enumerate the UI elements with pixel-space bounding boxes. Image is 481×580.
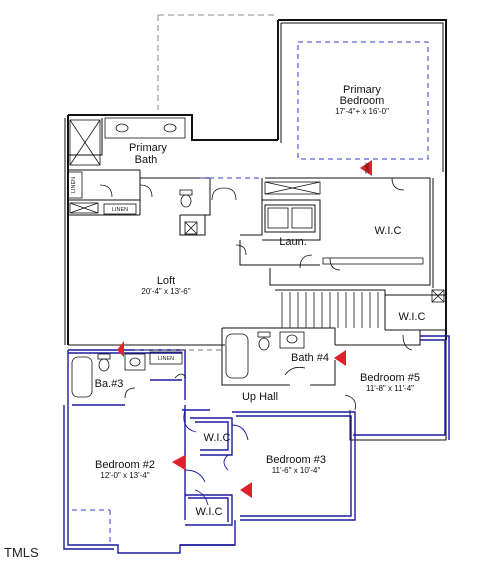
bath4-label: Bath #4 <box>291 352 329 364</box>
bedroom3-dims: 11'-6" x 10'-4" <box>272 466 321 475</box>
primary-bedroom-label-1: Primary <box>343 84 381 96</box>
shower <box>69 119 101 166</box>
mls-watermark: TMLS <box>4 545 39 560</box>
smoke-markers <box>117 160 372 498</box>
wic-bed3-bottom-label: W.I.C <box>196 506 223 518</box>
bedroom2-dims: 12'-0" x 13'-4" <box>100 471 149 480</box>
door-swings <box>99 177 413 411</box>
stairs <box>281 292 379 328</box>
door-swings-blue <box>183 409 249 506</box>
vanity <box>104 117 186 139</box>
loft-label: Loft <box>157 275 175 287</box>
primary-bath-label-2: Bath <box>135 154 158 166</box>
wic-primary-label: W.I.C <box>375 225 402 237</box>
walls <box>67 19 447 345</box>
bedroom5-label: Bedroom #5 <box>360 372 420 384</box>
laundry-label: Laun. <box>279 236 307 248</box>
linen-bath3-label: LINEN <box>158 356 174 362</box>
primary-bath-label-1: Primary <box>129 142 167 154</box>
room-labels: Primary Bedroom 17'-4"+ x 16'-0" Primary… <box>95 84 426 518</box>
linen-primary-bottom-label: LINEN <box>112 207 128 213</box>
bath3-label: Ba.#3 <box>95 378 124 390</box>
wic-bed5-label: W.I.C <box>399 311 426 323</box>
bedroom2-label: Bedroom #2 <box>95 459 155 471</box>
fixtures <box>67 117 445 398</box>
inner-walls <box>64 22 447 441</box>
bedroom3-label: Bedroom #3 <box>266 454 326 466</box>
dashed-lines <box>72 14 429 545</box>
primary-bedroom-dims: 17'-4"+ x 16'-0" <box>335 107 389 116</box>
blue-walls <box>63 335 450 554</box>
bedroom5-dims: 11'-8" x 11'-4" <box>366 384 414 393</box>
primary-bedroom-label-2: Bedroom <box>340 95 385 107</box>
wic-bed3-top-label: W.I.C <box>204 432 231 444</box>
bath3-tub <box>71 356 93 398</box>
linen-primary-side-label: LINEN <box>71 177 77 193</box>
svg-text:SMK: SMK <box>365 162 371 174</box>
up-hall-label: Up Hall <box>242 391 278 403</box>
fixture-labels: LINEN LINEN LINEN <box>71 177 174 362</box>
smoke-tags: SMK <box>365 162 371 174</box>
bath4-tub <box>225 333 249 379</box>
loft-dims: 20'-4" x 13'-6" <box>141 287 190 296</box>
